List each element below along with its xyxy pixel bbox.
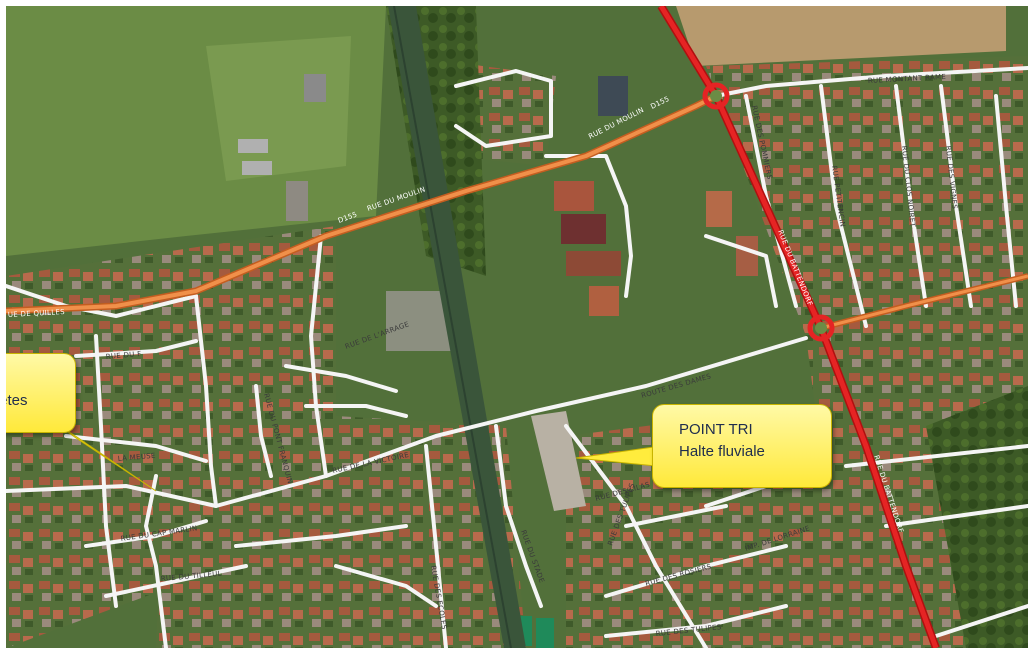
street-lower-right <box>844 444 1028 468</box>
callout-point-tri[interactable]: POINT TRI Halte fluviale <box>652 404 832 488</box>
field-area <box>676 6 1006 66</box>
street-saules <box>624 504 728 528</box>
street-champs <box>234 524 408 548</box>
street-vertical-left <box>194 294 218 508</box>
building <box>566 251 621 276</box>
street-rue-du-stade <box>494 424 543 608</box>
callout-title: POINT TRI <box>679 421 753 438</box>
street-center <box>704 234 778 308</box>
road-label-rue-du-four: RUE DU F <box>105 350 141 361</box>
street-rue-du-f <box>74 339 198 358</box>
street-la-meuse <box>64 434 208 463</box>
street-left-1 <box>6 284 198 318</box>
canal-edge <box>393 6 512 648</box>
street-pommiers <box>744 94 798 308</box>
road-label-la-meuse: LA MEUSE <box>117 452 155 463</box>
building <box>286 181 308 221</box>
woodland <box>926 386 1028 648</box>
street-vignes <box>939 84 973 308</box>
road-label-rue-de-quilles: UE DE QUILLES <box>8 308 66 319</box>
building <box>554 181 594 211</box>
street-ruisseau <box>334 564 438 608</box>
callout-subtitle: Halte fluviale <box>679 443 765 460</box>
street-left-2 <box>94 334 118 608</box>
street-tilleul <box>104 564 248 598</box>
tennis-court <box>536 618 554 648</box>
aerial-map[interactable]: D155 RUE DU MOULIN D155 RUE DU MOULIN UE… <box>6 6 1028 648</box>
street-route-des-dames <box>6 336 808 508</box>
street-loop-top <box>454 69 553 148</box>
street-rue-des-lilas <box>564 424 708 648</box>
street-network <box>6 66 1028 648</box>
street-rue-des-tulipes <box>604 604 788 638</box>
building <box>304 74 326 102</box>
building <box>242 161 272 175</box>
map-canvas: D155 RUE DU MOULIN D155 RUE DU MOULIN UE… <box>6 6 1028 648</box>
roundabout-north <box>702 82 730 110</box>
building <box>561 214 606 244</box>
street-lower-right-3 <box>934 604 1028 638</box>
street-rue-des-rosiers <box>604 544 788 598</box>
street-cret <box>994 94 1018 308</box>
street-lower-right-2 <box>884 504 1028 528</box>
street-rue-montant-rame <box>714 66 1028 98</box>
street-lavoir <box>304 404 408 418</box>
street-ecoles <box>424 444 448 648</box>
building <box>598 76 628 116</box>
building <box>736 236 758 276</box>
callout-line-1: I <box>6 368 75 390</box>
street-rue-de-la-victoire <box>144 474 168 648</box>
building <box>706 191 732 227</box>
street-clos-noiret <box>894 84 928 308</box>
parking-lot <box>531 411 586 511</box>
building <box>238 139 268 153</box>
street-pont-franquin <box>254 384 273 478</box>
building <box>589 286 619 316</box>
residential-area <box>156 406 526 648</box>
street-petitencin <box>819 84 868 328</box>
roundabout-south <box>807 314 835 342</box>
callout-salle-des-fetes[interactable]: I fêtes <box>6 353 76 433</box>
street-fontaine <box>284 364 398 393</box>
meadow-area <box>206 36 351 181</box>
callout-line-2: fêtes <box>6 392 28 409</box>
